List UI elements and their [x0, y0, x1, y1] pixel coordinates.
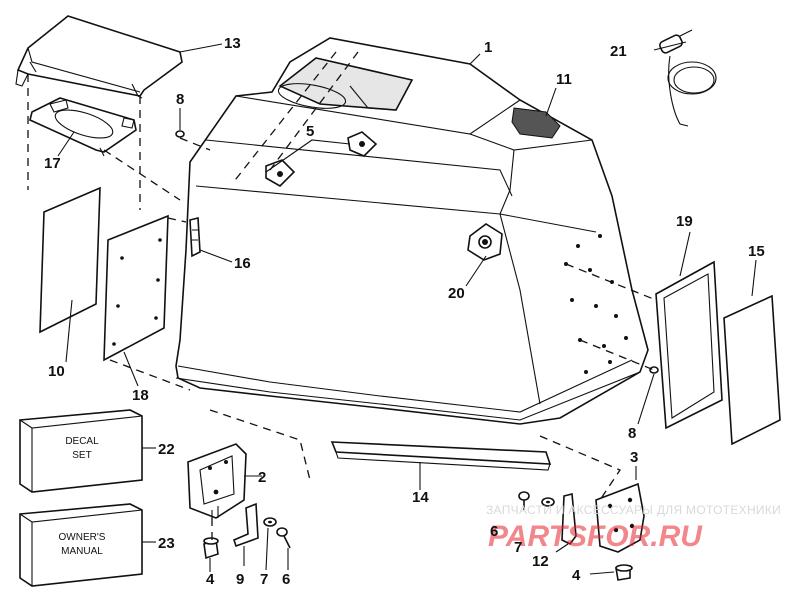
part-4-grommet-right [615, 564, 633, 581]
callout-18: 18 [132, 387, 149, 404]
part-6-screw-left [276, 527, 291, 549]
callout-8-top: 8 [176, 91, 184, 108]
watermark-tagline: ЗАПЧАСТИ И АКСЕССУАРЫ ДЛЯ МОТОТЕХНИКИ [486, 503, 781, 517]
callout-5: 5 [306, 123, 314, 140]
part-4-grommet-left [203, 537, 219, 560]
callout-6-left: 6 [282, 571, 290, 588]
callout-17: 17 [44, 155, 61, 172]
callout-2: 2 [258, 469, 266, 486]
callout-numbers: 1 2 3 4 4 5 6 6 7 7 8 8 9 10 11 12 13 14… [44, 35, 765, 588]
part-6-screw-right [518, 491, 530, 510]
callout-20: 20 [448, 285, 465, 302]
part-8-screw-right [649, 366, 659, 374]
part-12-hook [561, 492, 577, 546]
part-7-washer-right [541, 497, 555, 507]
part-23-owners-manual-box: OWNER'S MANUAL [19, 503, 143, 587]
watermark-logo: PARTSFOR.RU [488, 520, 703, 553]
part-21-wire [659, 29, 717, 127]
part-10-side-decal [39, 186, 101, 334]
callout-8-right: 8 [628, 425, 636, 442]
callout-14: 14 [412, 489, 429, 506]
part-9-bracket [233, 502, 259, 548]
part-3-striker-plate [595, 482, 645, 553]
callout-22: 22 [158, 441, 175, 458]
part-2-latch-bracket [187, 443, 247, 520]
callout-21: 21 [610, 43, 627, 60]
manual-box-line1: OWNER'S [59, 532, 106, 543]
leader-lines [57, 41, 757, 575]
part-14-seal-strip [330, 441, 552, 471]
callout-19: 19 [676, 213, 693, 230]
callout-16: 16 [234, 255, 251, 272]
callout-11: 11 [556, 71, 572, 88]
decal-box-line2: SET [72, 450, 91, 461]
decal-box-line1: DECAL [65, 436, 99, 447]
callout-7-left: 7 [260, 571, 268, 588]
callout-9: 9 [236, 571, 244, 588]
callout-12: 12 [532, 553, 549, 570]
manual-box-line2: MANUAL [61, 546, 103, 557]
callout-23: 23 [158, 535, 175, 552]
callout-10: 10 [48, 363, 65, 380]
part-11-insulation-pad [511, 107, 561, 139]
part-16-bracket [189, 216, 201, 258]
part-8-screw-top [175, 130, 185, 138]
assembly-lines [27, 51, 657, 540]
part-1-engine-cover [175, 37, 649, 425]
watermark: ЗАПЧАСТИ И АКСЕССУАРЫ ДЛЯ МОТОТЕХНИКИ PA… [486, 503, 781, 553]
callout-4-right: 4 [572, 567, 581, 584]
callout-3: 3 [630, 449, 638, 466]
callout-6-right: 6 [490, 523, 498, 540]
part-15-side-decal [723, 294, 781, 446]
callout-7-right: 7 [514, 539, 522, 556]
part-18-side-panel [103, 214, 169, 362]
callout-13: 13 [224, 35, 241, 52]
part-19-window-frame [655, 260, 723, 430]
part-13-top-cover [15, 15, 183, 99]
part-22-decal-set-box: DECAL SET [19, 409, 143, 493]
part-20-grommet-plate [467, 223, 503, 261]
callout-15: 15 [748, 243, 765, 260]
part-17-gasket [29, 97, 137, 157]
part-7-washer-left [263, 517, 277, 527]
callout-1: 1 [484, 39, 492, 56]
callout-4-left: 4 [206, 571, 215, 588]
